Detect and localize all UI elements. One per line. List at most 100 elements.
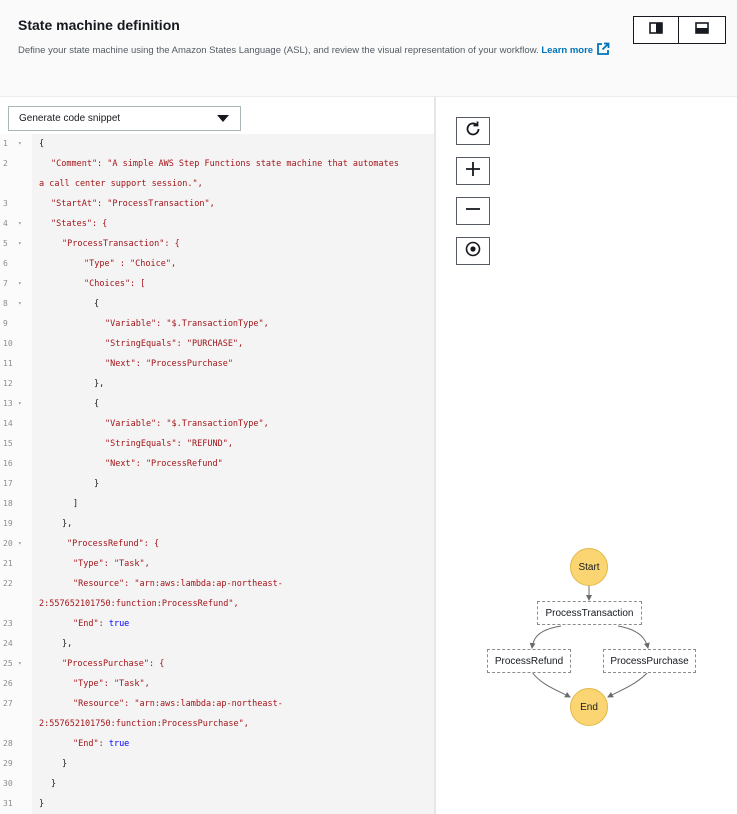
process-refund-node[interactable]: ProcessRefund (487, 649, 571, 673)
code-text: "Variable": "$.TransactionType", (105, 414, 269, 434)
code-token: a call center support session.", (39, 179, 203, 189)
code-line: 12}, (0, 374, 434, 394)
code-token: { (94, 299, 100, 309)
fold-toggle-icon[interactable]: ▾ (18, 300, 22, 307)
code-token: "Next": "ProcessPurchase" (105, 359, 233, 369)
code-line: 3"StartAt": "ProcessTransaction", (0, 194, 434, 214)
code-line: 16 "Next": "ProcessRefund" (0, 454, 434, 474)
code-line: 18] (0, 494, 434, 514)
line-number: 19 (3, 519, 13, 528)
code-text: "StringEquals": "REFUND", (105, 434, 233, 454)
zoom-out-button[interactable] (456, 197, 490, 225)
fold-toggle-icon[interactable]: ▾ (18, 660, 22, 667)
line-number: 17 (3, 479, 13, 488)
end-node[interactable]: End (570, 688, 608, 726)
code-line: a call center support session.", (0, 174, 434, 194)
code-text: "ProcessRefund": { (67, 534, 159, 554)
code-editor[interactable]: 1▾{2"Comment": "A simple AWS Step Functi… (0, 134, 434, 814)
workflow-edges (529, 586, 650, 698)
code-line: 30} (0, 774, 434, 794)
split-vertical-button[interactable] (633, 16, 679, 44)
code-text: { (39, 134, 44, 154)
header-panel: State machine definition Define your sta… (0, 0, 737, 97)
generate-snippet-dropdown[interactable]: Generate code snippet (8, 106, 241, 131)
code-line: 29} (0, 754, 434, 774)
fold-toggle-icon[interactable]: ▾ (18, 540, 22, 547)
code-token: } (51, 779, 57, 789)
code-text: { (94, 294, 99, 314)
center-button[interactable] (456, 237, 490, 265)
code-token: { (39, 139, 45, 149)
fold-toggle-icon[interactable]: ▾ (18, 400, 22, 407)
code-token: "Variable": "$.TransactionType", (105, 419, 269, 429)
line-number: 24 (3, 639, 13, 648)
line-number: 29 (3, 759, 13, 768)
refresh-button[interactable] (456, 117, 490, 145)
code-token: } (39, 799, 45, 809)
code-line: 31} (0, 794, 434, 814)
code-editor-pane: Generate code snippet 1▾{2"Comment": "A … (0, 97, 434, 814)
code-token: "ProcessRefund": { (67, 539, 160, 549)
external-link-icon (596, 42, 610, 63)
page-description: Define your state machine using the Amaz… (18, 42, 618, 63)
code-token: "Type": "Task", (73, 559, 150, 569)
code-boolean: true (108, 739, 130, 749)
code-token: "StringEquals": "PURCHASE", (105, 339, 244, 349)
code-text: } (62, 754, 67, 774)
code-line: 19}, (0, 514, 434, 534)
code-text: "Type": "Task", (73, 674, 150, 694)
code-token: "Variable": "$.TransactionType", (105, 319, 269, 329)
line-number: 31 (3, 799, 13, 808)
code-text: }, (94, 374, 104, 394)
line-number: 5 (3, 239, 8, 248)
line-number: 2 (3, 159, 8, 168)
code-line: 21 "Type": "Task", (0, 554, 434, 574)
code-text: "StartAt": "ProcessTransaction", (51, 194, 215, 214)
code-line: 27"Resource": "arn:aws:lambda:ap-northea… (0, 694, 434, 714)
fold-toggle-icon[interactable]: ▾ (18, 280, 22, 287)
refresh-icon (464, 120, 482, 143)
code-line: 13▾{ (0, 394, 434, 414)
learn-more-link[interactable]: Learn more (541, 42, 610, 56)
line-number: 13 (3, 399, 13, 408)
code-line: 2 "Comment": "A simple AWS Step Functions… (0, 154, 434, 174)
code-text: "ProcessPurchase": { (62, 654, 164, 674)
code-token: "Next": "ProcessRefund" (105, 459, 223, 469)
line-number: 21 (3, 559, 13, 568)
code-line: 22"Resource": "arn:aws:lambda:ap-northea… (0, 574, 434, 594)
code-line: 17} (0, 474, 434, 494)
line-number: 8 (3, 299, 8, 308)
page-title: State machine definition (18, 17, 180, 33)
line-number-gutter (0, 134, 32, 814)
code-line: 23"End": true (0, 614, 434, 634)
process-purchase-node[interactable]: ProcessPurchase (603, 649, 696, 673)
line-number: 16 (3, 459, 13, 468)
fold-toggle-icon[interactable]: ▾ (18, 240, 22, 247)
start-node[interactable]: Start (570, 548, 608, 586)
line-number: 27 (3, 699, 13, 708)
code-text: "Comment": "A simple AWS Step Functions … (51, 154, 399, 174)
learn-more-label: Learn more (541, 45, 594, 56)
code-token: "Comment": "A simple AWS Step Functions … (51, 159, 399, 169)
code-line: 7▾"Choices": [ (0, 274, 434, 294)
fold-toggle-icon[interactable]: ▾ (18, 140, 22, 147)
pane-divider[interactable] (434, 97, 436, 814)
zoom-in-button[interactable] (456, 157, 490, 185)
fold-toggle-icon[interactable]: ▾ (18, 220, 22, 227)
process-transaction-label: ProcessTransaction (545, 607, 634, 619)
line-number: 12 (3, 379, 13, 388)
code-text: "End": true (73, 734, 129, 754)
code-text: "Type": "Task", (73, 554, 150, 574)
code-text: 2:557652101750:function:ProcessRefund", (39, 594, 239, 614)
code-token: "States": { (51, 219, 108, 229)
code-line: 1▾{ (0, 134, 434, 154)
code-boolean: true (108, 619, 130, 629)
zoom-out-icon (464, 200, 482, 223)
process-transaction-node[interactable]: ProcessTransaction (537, 601, 642, 625)
code-line: 2:557652101750:function:ProcessRefund", (0, 594, 434, 614)
code-token: ] (73, 499, 79, 509)
code-text: "Variable": "$.TransactionType", (105, 314, 269, 334)
code-text: "ProcessTransaction": { (62, 234, 180, 254)
code-line: 5 ▾ "ProcessTransaction": { (0, 234, 434, 254)
split-horizontal-button[interactable] (679, 16, 726, 44)
